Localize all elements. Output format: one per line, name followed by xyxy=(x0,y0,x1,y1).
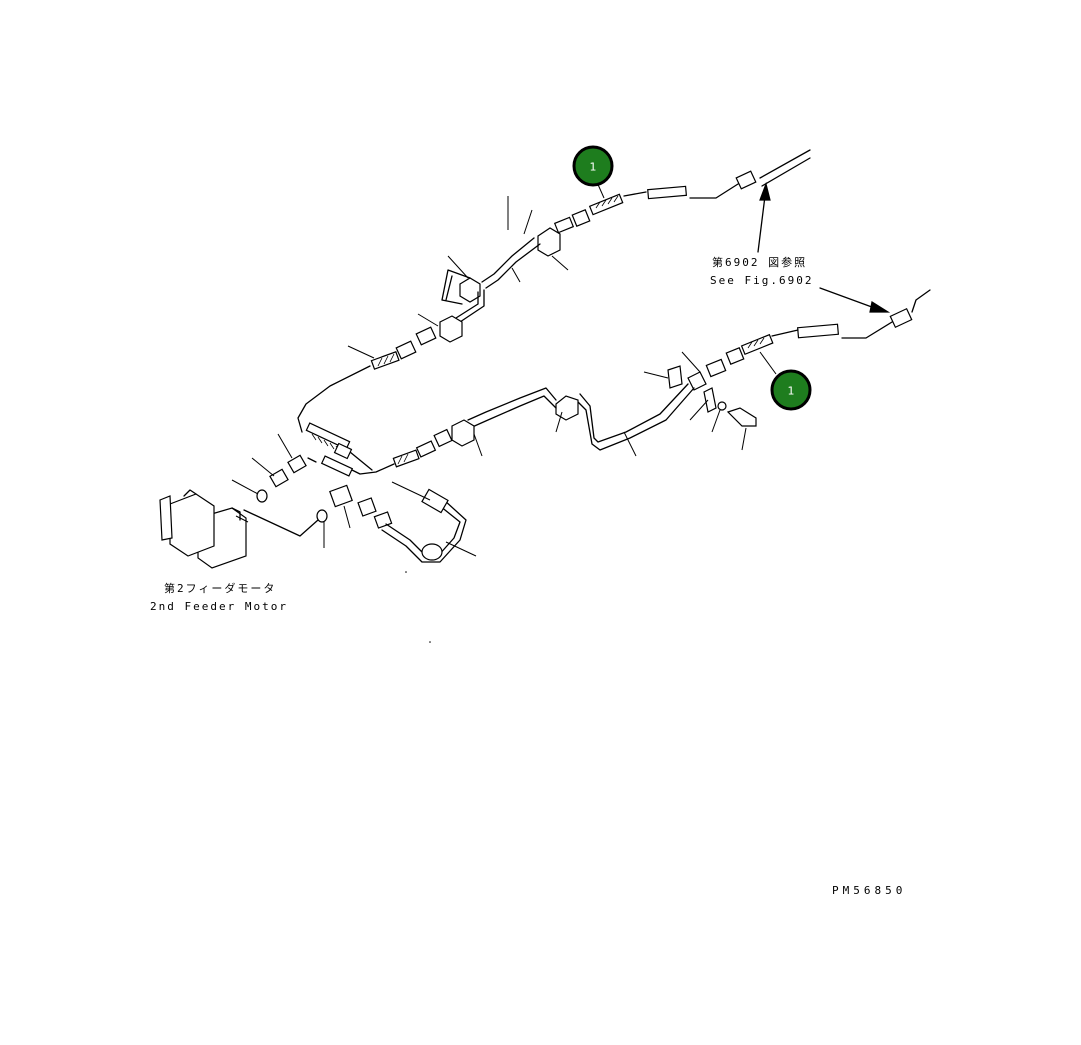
lower-hose-line xyxy=(305,289,931,477)
reference-label-english: See Fig.6902 xyxy=(710,274,813,287)
upper-hose-line xyxy=(297,149,811,433)
leader-lines xyxy=(231,179,891,557)
stray-dot xyxy=(405,571,407,573)
reference-label-japanese: 第6902 図参照 xyxy=(712,255,807,269)
stray-dot xyxy=(429,641,431,643)
callout-badge[interactable]: 1 xyxy=(770,369,812,411)
feeder-motor xyxy=(159,454,467,569)
callout-number: 1 xyxy=(590,161,597,174)
motor-label-english: 2nd Feeder Motor xyxy=(150,600,288,613)
motor-label-japanese: 第2フィーダモータ xyxy=(164,581,276,595)
drawing-id: PM56850 xyxy=(832,884,906,897)
callout-number: 1 xyxy=(788,385,795,398)
callout-badge[interactable]: 1 xyxy=(572,145,614,187)
